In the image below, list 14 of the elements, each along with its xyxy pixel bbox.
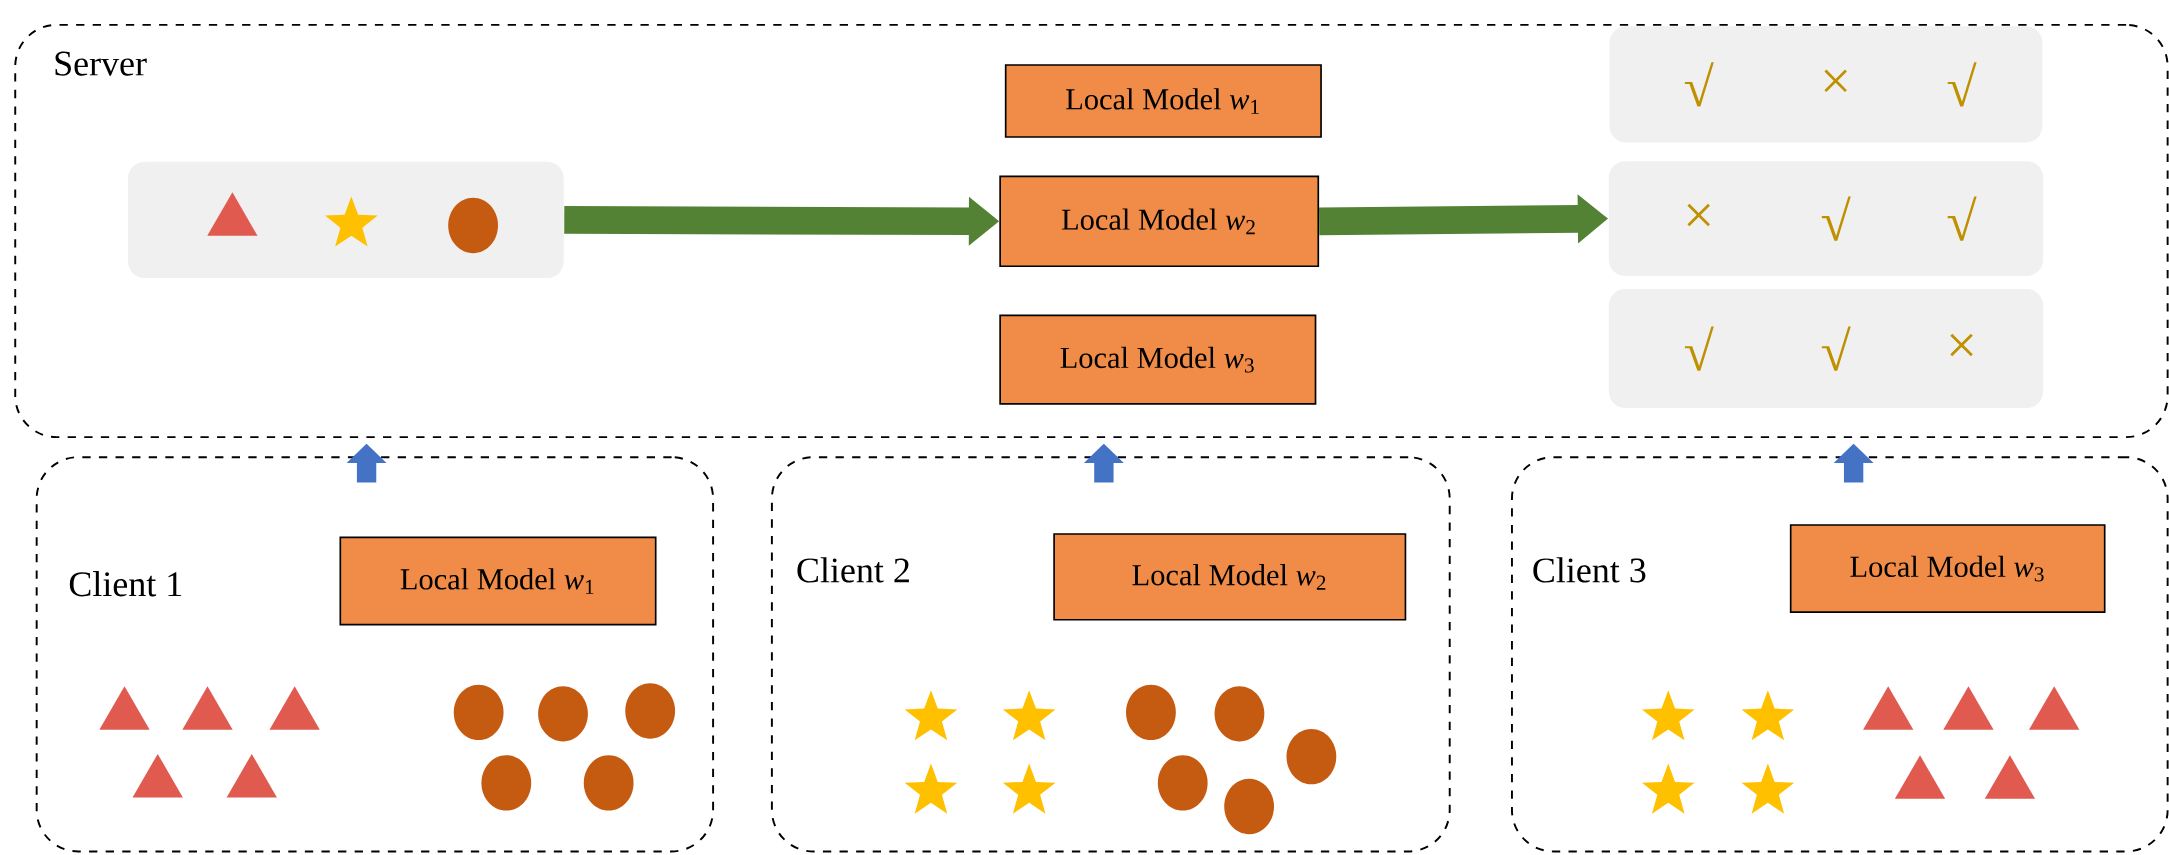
model-box: Local Model w$_{1}$ [1004,64,1322,138]
model-box: Local Model w$_{2}$ [1053,533,1407,621]
result-panel: √ √ × [1608,289,2044,409]
box-label: Client 2 [797,557,909,583]
box-label: Server [55,51,147,76]
data-panel [127,161,564,279]
box-label: Client 3 [1533,557,1646,583]
model-box: Local Model w$_{3}$ [999,314,1317,405]
result-panel: × √ √ [1608,161,2044,277]
model-box: Local Model w$_{1}$ [339,536,657,626]
model-box: Local Model w$_{3}$ [1789,524,2106,613]
box-label: Client 1 [69,571,182,597]
result-panel: √ × √ [1609,26,2043,143]
model-box: Local Model w$_{2}$ [999,175,1320,268]
